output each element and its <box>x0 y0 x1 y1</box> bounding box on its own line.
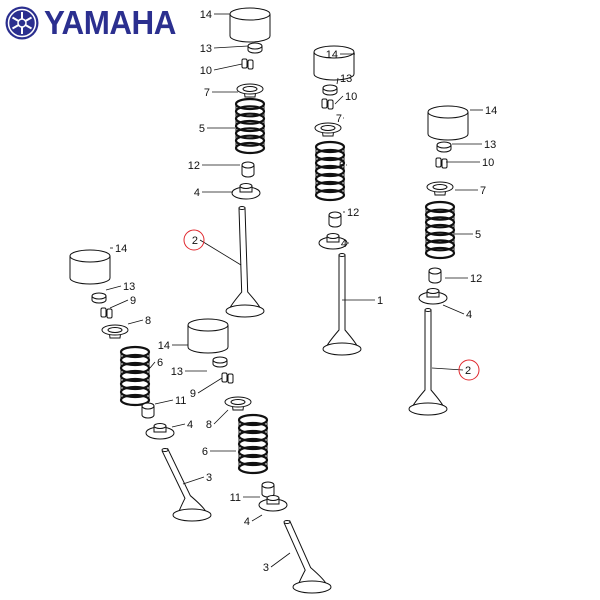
highlight-circle <box>458 359 480 381</box>
callout-12-label: 12 <box>188 160 200 172</box>
leader-line <box>109 299 129 309</box>
callout-8-label: 8 <box>145 315 151 327</box>
leader-line <box>213 45 249 49</box>
callout-4-label: 4 <box>244 516 250 528</box>
leader-line <box>171 423 186 428</box>
callout-5-label: 5 <box>475 229 481 241</box>
callout-8-label: 8 <box>206 419 212 431</box>
callout-5-label: 5 <box>199 123 205 135</box>
callout-2-label: 2 <box>465 365 471 377</box>
leader-line <box>251 514 263 522</box>
callout-12-label: 12 <box>347 207 359 219</box>
callout-13-label: 13 <box>200 43 212 55</box>
yamaha-tuning-fork-emblem-icon <box>5 6 39 40</box>
leader-line <box>149 361 156 369</box>
leader-line <box>105 285 122 291</box>
callout-4-label: 4 <box>466 309 472 321</box>
callout-3-label: 3 <box>206 472 212 484</box>
callout-7-label: 7 <box>336 113 342 125</box>
callout-10-label: 10 <box>345 91 357 103</box>
callout-7-label: 7 <box>480 185 486 197</box>
callout-14-label: 14 <box>200 9 212 21</box>
callout-6-label: 6 <box>202 446 208 458</box>
leader-line <box>182 476 205 485</box>
callout-11-label: 11 <box>175 395 186 407</box>
callout-7-label: 7 <box>204 87 210 99</box>
brand-name: YAMAHA <box>44 4 176 41</box>
leader-line <box>197 377 223 394</box>
leader-line <box>442 304 465 315</box>
callout-4-label: 4 <box>187 419 193 431</box>
intake-valve-right: 14 13 10 7 5 12 4 2 <box>408 105 497 416</box>
leader-line <box>334 95 344 105</box>
callout-13-label: 13 <box>171 366 183 378</box>
callout-14-label: 14 <box>485 105 497 117</box>
callout-3-label: 3 <box>263 562 269 574</box>
leader-line <box>336 77 339 85</box>
callout-4-label: 4 <box>341 238 347 250</box>
leader-line <box>199 239 242 266</box>
callout-14-label: 14 <box>326 49 338 61</box>
callout-9-label: 9 <box>130 295 136 307</box>
callout-12-label: 12 <box>470 273 482 285</box>
callout-6-label: 6 <box>157 357 163 369</box>
callout-5-label: 5 <box>339 160 345 172</box>
callout-1-label: 1 <box>377 295 383 307</box>
callout-14-label: 14 <box>158 340 170 352</box>
leader-line <box>213 63 243 71</box>
leader-line <box>127 319 144 325</box>
leader-line <box>270 552 291 568</box>
intake-valve-upper: 14 13 10 7 5 12 4 2 <box>183 7 271 318</box>
leader-line <box>154 399 174 405</box>
callout-2-label: 2 <box>192 235 198 247</box>
highlight-circle <box>183 229 205 251</box>
callout-10-label: 10 <box>200 65 212 77</box>
callout-13-label: 13 <box>340 73 352 85</box>
callout-11-label: 11 <box>230 492 241 504</box>
callout-14-label: 14 <box>115 243 127 255</box>
leader-line <box>431 367 464 371</box>
callout-10-label: 10 <box>482 157 494 169</box>
callout-13-label: 13 <box>123 281 135 293</box>
callout-13-label: 13 <box>484 139 496 151</box>
callout-9-label: 9 <box>190 388 196 400</box>
yamaha-logo: YAMAHA <box>4 4 183 42</box>
leader-line <box>213 409 229 425</box>
callout-4-label: 4 <box>194 187 200 199</box>
